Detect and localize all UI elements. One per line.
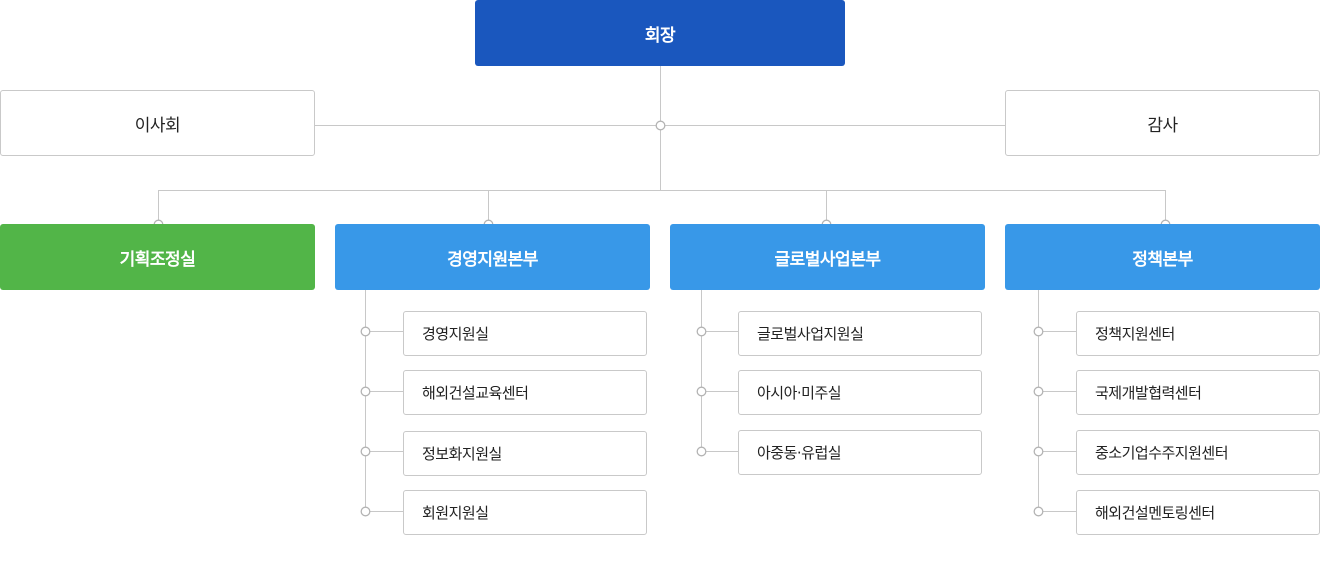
junction-dot (696, 446, 707, 457)
division-global-box: 글로벌사업본부 (670, 224, 985, 290)
junction-dot (360, 386, 371, 397)
division-policy-box: 정책본부 (1005, 224, 1320, 290)
unit-box: 국제개발협력센터 (1076, 370, 1320, 415)
unit-box: 글로벌사업지원실 (738, 311, 982, 356)
unit-box: 회원지원실 (403, 490, 647, 535)
junction-dot (360, 506, 371, 517)
chairman-box: 회장 (475, 0, 845, 66)
junction-dot (1033, 386, 1044, 397)
unit-box: 아시아·미주실 (738, 370, 982, 415)
board-box: 이사회 (0, 90, 315, 156)
unit-box: 정보화지원실 (403, 431, 647, 476)
junction-dot (1033, 446, 1044, 457)
junction-dot (696, 386, 707, 397)
unit-box: 아중동·유럽실 (738, 430, 982, 475)
planning-office-box: 기획조정실 (0, 224, 315, 290)
junction-dot (1033, 506, 1044, 517)
junction-dot (655, 120, 666, 131)
auditor-box: 감사 (1005, 90, 1320, 156)
unit-box: 해외건설멘토링센터 (1076, 490, 1320, 535)
division-management-box: 경영지원본부 (335, 224, 650, 290)
junction-dot (360, 446, 371, 457)
unit-box: 정책지원센터 (1076, 311, 1320, 356)
unit-box: 해외건설교육센터 (403, 370, 647, 415)
junction-dot (1033, 326, 1044, 337)
junction-dot (696, 326, 707, 337)
unit-box: 경영지원실 (403, 311, 647, 356)
unit-box: 중소기업수주지원센터 (1076, 430, 1320, 475)
junction-dot (360, 326, 371, 337)
